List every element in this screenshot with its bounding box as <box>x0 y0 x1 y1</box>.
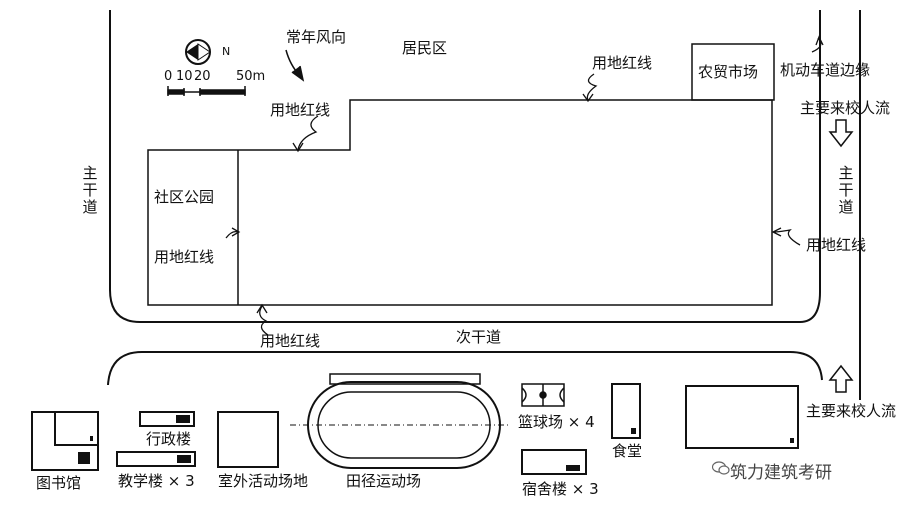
scale-tick-20: 20 <box>194 69 211 84</box>
library-icon <box>31 411 99 471</box>
dorm-icon <box>521 449 587 475</box>
market-label: 农贸市场 <box>698 63 759 81</box>
legend-library-label: 图书馆 <box>36 474 82 492</box>
scale-bar <box>167 86 246 96</box>
boundary-label-top-left: 用地红线 <box>270 101 331 119</box>
wind-arrow-icon <box>285 49 305 82</box>
compass-letter: N <box>222 45 231 58</box>
sports-hall-icon <box>685 385 799 449</box>
canteen-icon <box>611 383 641 439</box>
residential-label: 居民区 <box>402 39 448 57</box>
chat-bubble-icon <box>712 461 730 475</box>
boundary-label-top-right: 用地红线 <box>592 54 653 72</box>
legend-track-label: 田径运动场 <box>346 472 422 490</box>
admin-building-icon <box>139 411 195 427</box>
legend-canteen-label: 食堂 <box>612 442 643 460</box>
main-road-left-edge <box>109 10 821 323</box>
main-road-right-label: 主干道 <box>838 164 854 216</box>
flow-label-top: 主要来校人流 <box>800 99 891 117</box>
leader-top-right <box>586 73 598 101</box>
basketball-court-icon <box>521 383 565 407</box>
leader-left <box>225 230 239 239</box>
legend-basketball-label: 篮球场 × 4 <box>518 413 595 431</box>
main-road-left-label: 主干道 <box>82 164 98 216</box>
outdoor-field-icon <box>217 411 279 468</box>
leader-top-left <box>297 115 319 151</box>
site-boundary <box>147 99 773 306</box>
secondary-road-lower-edge <box>107 351 823 386</box>
legend-admin-label: 行政楼 <box>146 430 192 448</box>
leader-bottom <box>259 305 269 336</box>
scale-tick-0: 0 <box>164 69 173 84</box>
flow-label-bottom: 主要来校人流 <box>806 402 897 420</box>
teaching-building-icon <box>116 451 196 467</box>
compass-icon <box>185 39 211 65</box>
scale-tick-50m: 50m <box>236 69 266 84</box>
market-box <box>691 43 775 101</box>
prevailing-wind-label: 常年风向 <box>286 28 347 46</box>
flow-arrow-up-icon <box>828 364 854 393</box>
leader-vehicle <box>811 37 822 53</box>
legend-dorm-label: 宿舍楼 × 3 <box>522 480 599 498</box>
athletics-track-icon <box>290 373 510 469</box>
scale-tick-10: 10 <box>176 69 193 84</box>
boundary-label-right: 用地红线 <box>806 236 867 254</box>
leader-right <box>773 229 801 246</box>
community-park-label: 社区公园 <box>154 188 215 206</box>
secondary-road-label: 次干道 <box>456 328 502 346</box>
watermark-text: 筑力建筑考研 <box>730 463 832 483</box>
boundary-label-bottom: 用地红线 <box>260 332 321 350</box>
vehicle-edge-label: 机动车道边缘 <box>780 61 871 79</box>
flow-arrow-down-icon <box>828 119 854 148</box>
boundary-label-left: 用地红线 <box>154 248 215 266</box>
legend-teaching-label: 教学楼 × 3 <box>118 472 195 490</box>
legend-outdoor-label: 室外活动场地 <box>218 472 309 490</box>
